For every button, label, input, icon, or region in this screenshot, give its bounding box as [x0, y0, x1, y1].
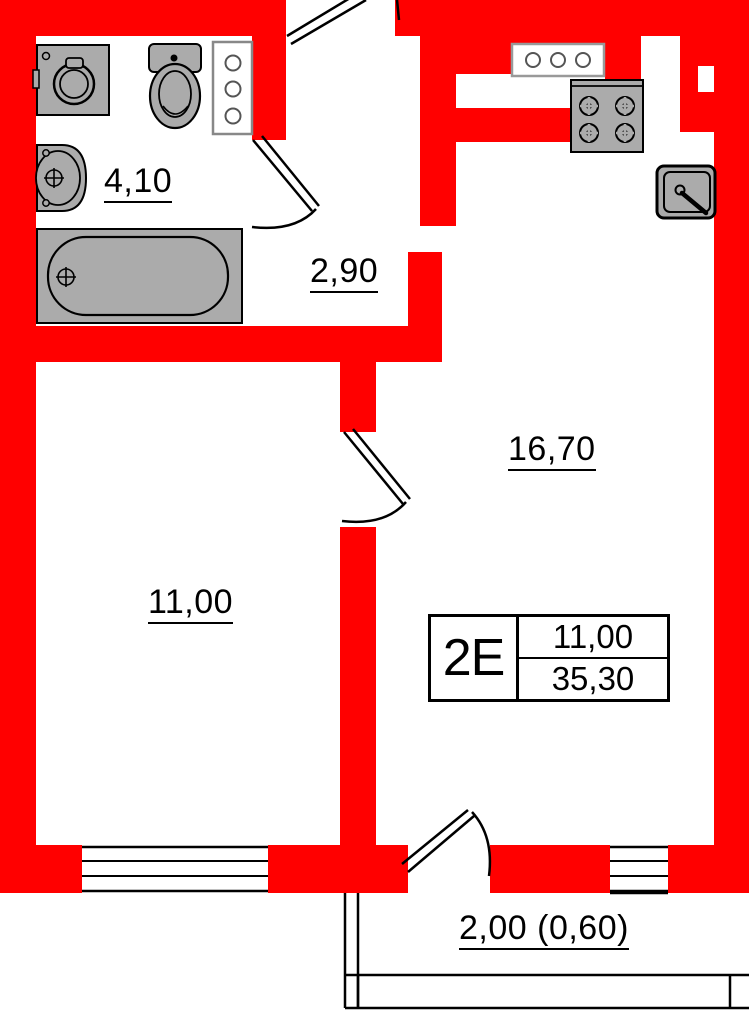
entrance-door	[286, 0, 401, 46]
wall-central-upper	[340, 326, 376, 432]
washing-machine-drum-inner	[59, 69, 89, 99]
living-room-door	[341, 428, 411, 524]
washing-machine-latch	[65, 57, 84, 69]
area-label-living: 11,00	[148, 584, 234, 624]
bathroom-door-leaf-b	[261, 135, 320, 207]
wall-top-right	[395, 0, 749, 36]
living-room-window	[82, 845, 268, 893]
towel-rail	[211, 40, 254, 136]
balcony-door	[401, 809, 492, 877]
living-door-leaf-b	[352, 428, 411, 500]
counter-circle	[525, 52, 541, 68]
counter-circle	[575, 52, 591, 68]
wall-bottom-leftseg	[36, 845, 82, 893]
wall-bottom-seg-right	[490, 845, 610, 893]
toilet	[148, 43, 202, 130]
wall-top-left	[0, 0, 285, 36]
washing-machine	[32, 44, 110, 116]
stove	[570, 79, 644, 153]
balcony-door-arc	[471, 811, 492, 877]
living-door-leaf-a	[343, 431, 404, 505]
bathtub	[36, 228, 243, 324]
bathroom-door-leaf-a	[252, 139, 313, 212]
living-area-value: 11,00	[519, 617, 667, 659]
wall-hall-right	[408, 252, 442, 362]
stove-burners	[579, 96, 635, 143]
kitchen-sink-basin	[663, 171, 711, 213]
toilet-bowl-detail	[162, 105, 189, 115]
wall-bottom-pier-center	[268, 845, 408, 893]
balcony-outline	[343, 891, 749, 1010]
living-door-arc	[341, 501, 407, 524]
bathroom-door	[251, 135, 320, 230]
area-label-hall: 2,90	[310, 253, 379, 293]
apartment-area-values: 11,00 35,30	[519, 617, 667, 699]
sink-tap	[42, 149, 50, 157]
wall-bottom-rightseg	[668, 845, 749, 893]
wall-right-exterior	[714, 0, 749, 893]
kitchen-window-opening	[610, 845, 668, 893]
toilet-bowl-inner	[158, 70, 192, 118]
kitchen-window	[610, 845, 668, 893]
wall-bathroom-bottom	[0, 326, 286, 362]
balcony-door-leaf-a	[407, 815, 475, 873]
kitchen-sink-spout	[679, 190, 709, 216]
apartment-type-label: 2E	[431, 617, 519, 699]
sink-fitting	[42, 199, 50, 207]
towel-rail-ring	[224, 54, 242, 72]
washing-machine-knob	[41, 51, 51, 61]
total-area-value: 35,30	[551, 660, 635, 697]
wall-central-lower	[340, 527, 376, 893]
kitchen-counter	[510, 42, 606, 78]
living-room-window-opening	[82, 845, 268, 893]
area-label-balcony: 2,00 (0,60)	[459, 910, 629, 950]
sink	[35, 144, 88, 212]
towel-rail-ring	[224, 107, 242, 125]
wall-left-exterior	[0, 0, 36, 893]
kitchen-sink	[655, 164, 717, 220]
stove-body	[570, 79, 644, 153]
toilet-flush-button	[170, 54, 178, 62]
towel-rail-ring	[224, 80, 242, 98]
entrance-door-leaf-a	[286, 0, 350, 38]
entrance-door-jamb	[395, 0, 401, 21]
balcony-door-leaf-b	[401, 809, 469, 865]
apartment-info-box: 2E 11,00 35,30	[428, 614, 670, 702]
entrance-door-leaf-b	[290, 0, 367, 46]
bathtub-inner	[46, 235, 230, 317]
wall-niche-left	[680, 36, 698, 132]
counter-circle	[550, 52, 566, 68]
area-label-kitchen: 16,70	[508, 431, 596, 471]
area-label-bathroom: 4,10	[104, 163, 173, 203]
bathroom-door-arc	[251, 208, 317, 230]
washing-machine-handle	[32, 69, 40, 89]
wall-bathroom-right	[252, 0, 286, 140]
